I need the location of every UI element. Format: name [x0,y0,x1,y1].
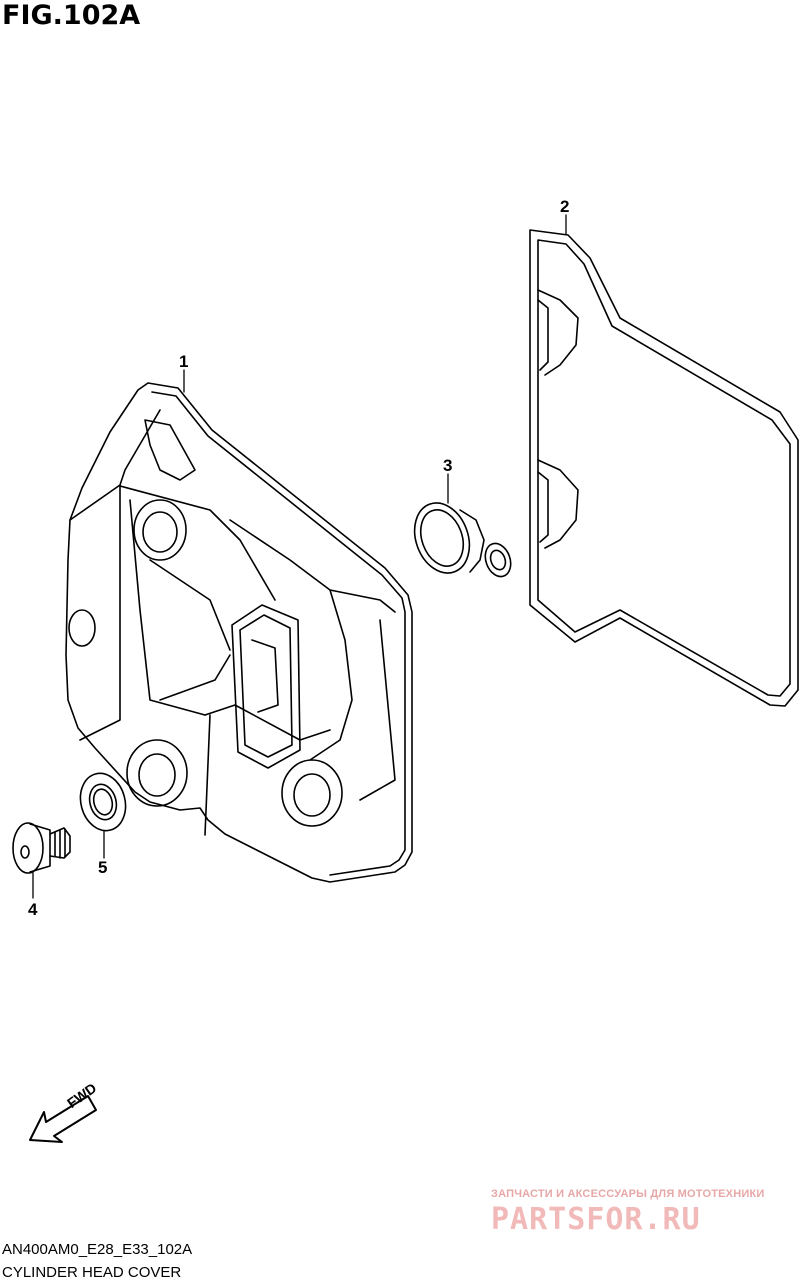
callout-2: 2 [560,197,570,216]
cylinder-head-cover[interactable] [65,382,413,883]
callout-3: 3 [443,456,453,475]
callout-4: 4 [28,900,38,919]
watermark-text: ЗАПЧАСТИ И АКСЕССУАРЫ ДЛЯ МОТОТЕХНИКИ [491,1188,765,1200]
washer-seal[interactable] [74,768,132,835]
watermark-logo: PARTSFOR.RU [491,1202,701,1237]
callout-5: 5 [98,858,108,877]
cover-gasket[interactable] [529,229,799,707]
bolt[interactable] [12,822,71,874]
callout-1: 1 [179,352,189,371]
plug-seal[interactable] [405,495,515,580]
diagram-caption: CYLINDER HEAD COVER [2,1264,182,1281]
fwd-arrow [29,1095,97,1143]
figure-title: FIG.102A [2,0,141,31]
diagram-code: AN400AM0_E28_E33_102A [2,1241,193,1258]
leader-lines [32,214,567,899]
